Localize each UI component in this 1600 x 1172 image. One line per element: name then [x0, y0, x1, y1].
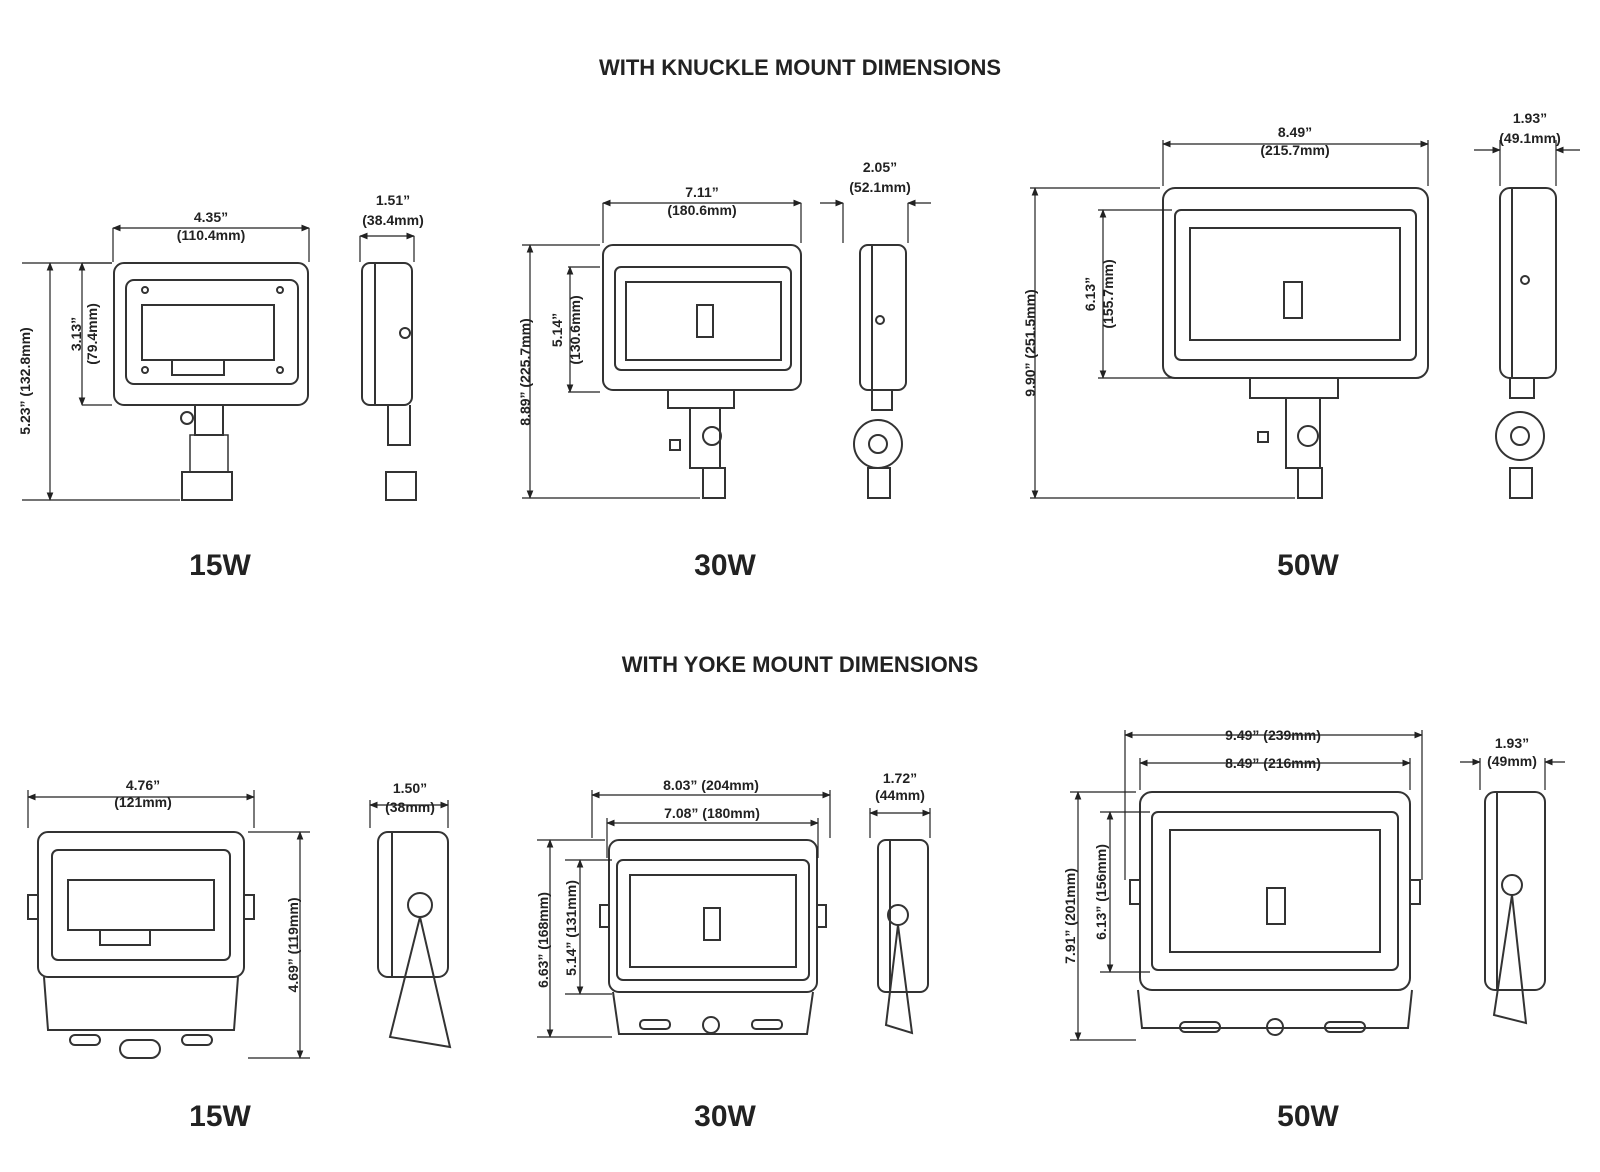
knuckle-50w-side: [1495, 187, 1557, 499]
knuckle-50w-width-mm: (215.7mm): [1260, 142, 1329, 158]
yoke-label-30w: 30W: [694, 1100, 756, 1133]
yoke-15w-depth-in: 1.50”: [393, 780, 427, 796]
knuckle-15w-height-mm: (79.4mm): [84, 303, 100, 364]
yoke-30w-depth-mm: (44mm): [875, 787, 925, 803]
knuckle-15w-height-in: 3.13”: [68, 317, 84, 351]
knuckle-50w-depth-mm: (49.1mm): [1499, 130, 1560, 146]
knuckle-15w-front: [113, 262, 309, 501]
yoke-50w-outer-width: 9.49” (239mm): [1225, 727, 1321, 743]
yoke-title: WITH YOKE MOUNT DIMENSIONS: [622, 652, 979, 677]
yoke-label-50w: 50W: [1277, 1100, 1339, 1133]
yoke-30w-dims: [537, 790, 931, 1038]
knuckle-30w-front: [602, 244, 802, 499]
yoke-30w-height: 5.14” (131mm): [563, 880, 579, 976]
yoke-30w-total: 6.63” (168mm): [535, 892, 551, 988]
knuckle-15w-width-in: 4.35”: [194, 209, 228, 225]
yoke-15w-width-in: 4.76”: [126, 777, 160, 793]
yoke-50w-front: [1129, 791, 1421, 1036]
knuckle-label-15w: 15W: [189, 549, 251, 582]
yoke-30w-side: [877, 839, 929, 1035]
yoke-30w-depth-in: 1.72”: [883, 770, 917, 786]
knuckle-15w-depth-in: 1.51”: [376, 192, 410, 208]
yoke-15w-dims: [27, 790, 449, 1059]
knuckle-30w-dims: [522, 199, 931, 499]
knuckle-50w-depth-in: 1.93”: [1513, 110, 1547, 126]
yoke-15w-side: [377, 831, 452, 1049]
knuckle-title: WITH KNUCKLE MOUNT DIMENSIONS: [599, 55, 1001, 80]
knuckle-30w-height-mm: (130.6mm): [567, 295, 583, 364]
knuckle-30w-depth-in: 2.05”: [863, 159, 897, 175]
yoke-15w-height: 4.69” (119mm): [285, 898, 301, 993]
knuckle-50w-height-mm: (155.7mm): [1100, 259, 1116, 328]
yoke-50w-depth-mm: (49mm): [1487, 753, 1537, 769]
knuckle-15w-dims: [22, 224, 415, 501]
yoke-label-15w: 15W: [189, 1100, 251, 1133]
yoke-50w-total: 7.91” (201mm): [1062, 868, 1078, 964]
yoke-30w-inner-width: 7.08” (180mm): [664, 805, 760, 821]
knuckle-15w-total: 5.23” (132.8mm): [17, 327, 33, 434]
yoke-15w-front: [27, 831, 255, 1059]
yoke-50w-dims: [1070, 730, 1565, 1041]
knuckle-30w-height-in: 5.14”: [549, 313, 565, 347]
knuckle-30w-total: 8.89” (225.7mm): [517, 318, 533, 425]
knuckle-30w-width-in: 7.11”: [685, 184, 718, 200]
knuckle-50w-height-in: 6.13”: [1082, 277, 1098, 311]
yoke-15w-depth-mm: (38mm): [385, 799, 435, 815]
knuckle-50w-front: [1162, 187, 1429, 499]
yoke-50w-inner-width: 8.49” (216mm): [1225, 755, 1321, 771]
yoke-30w-front: [599, 839, 827, 1035]
yoke-50w-depth-in: 1.93”: [1495, 735, 1529, 751]
knuckle-50w-total: 9.90” (251.5mm): [1022, 289, 1038, 396]
knuckle-30w-width-mm: (180.6mm): [667, 202, 736, 218]
yoke-50w-height: 6.13” (156mm): [1093, 844, 1109, 940]
knuckle-15w-side: [361, 262, 417, 501]
knuckle-50w-width-in: 8.49”: [1278, 124, 1312, 140]
yoke-30w-outer-width: 8.03” (204mm): [663, 777, 759, 793]
knuckle-15w-width-mm: (110.4mm): [177, 227, 245, 243]
yoke-15w-width-mm: (121mm): [114, 794, 172, 810]
yoke-50w-side: [1484, 791, 1546, 1025]
knuckle-50w-dims: [1030, 140, 1580, 499]
knuckle-label-50w: 50W: [1277, 549, 1339, 582]
knuckle-15w-depth-mm: (38.4mm): [362, 212, 423, 228]
knuckle-label-30w: 30W: [694, 549, 756, 582]
knuckle-30w-side: [853, 244, 907, 499]
knuckle-30w-depth-mm: (52.1mm): [849, 179, 910, 195]
